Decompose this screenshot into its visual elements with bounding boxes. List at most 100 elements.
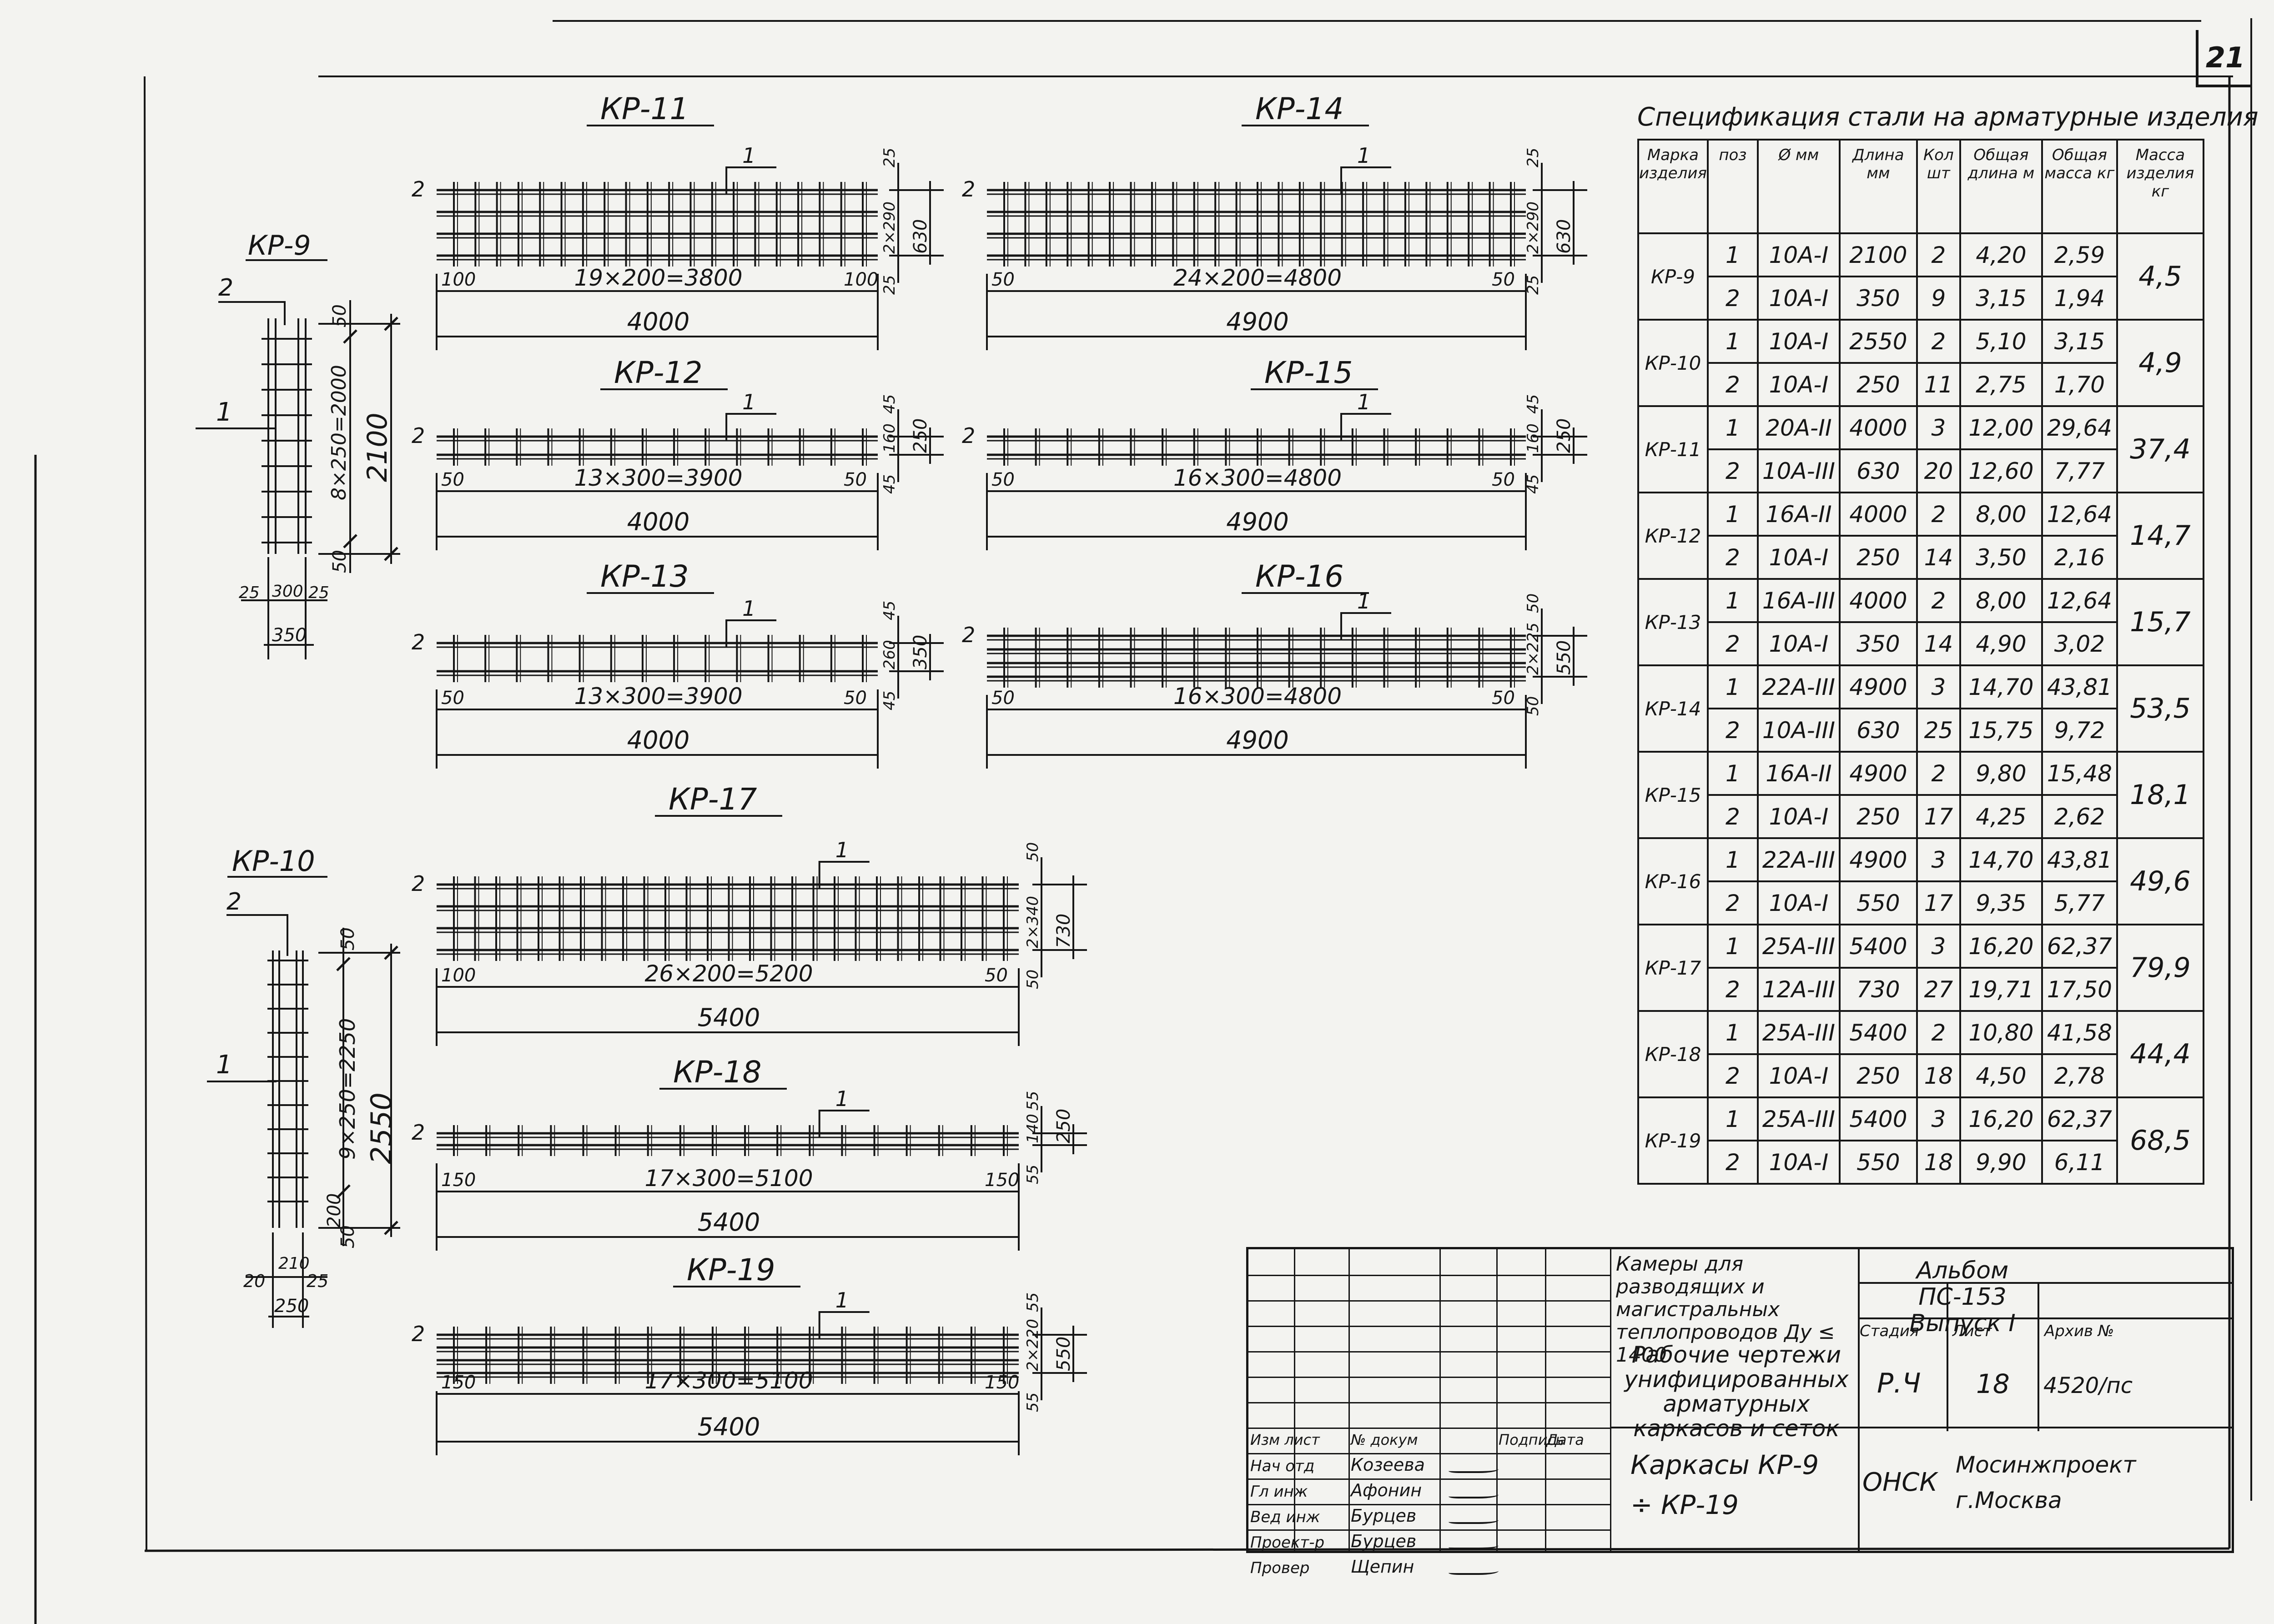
spec-header-cell: поз: [1706, 139, 1759, 234]
staff-role: Гл инж: [1250, 1483, 1308, 1501]
spec-cell: 9,80: [1959, 751, 2043, 796]
kr13-dim-right: 50: [844, 688, 867, 709]
spec-item-mass: 79,9: [2116, 924, 2204, 1012]
svg-text:2100: 2100: [362, 412, 393, 482]
spec-cell: 1: [1706, 319, 1759, 364]
title-block-line: [1610, 1427, 2232, 1428]
spec-cell: 1: [1706, 1096, 1759, 1141]
kr16-dim-total: 4900: [1226, 726, 1288, 754]
spec-cell: 17,50: [2041, 967, 2118, 1012]
kr12-title: КР-12: [614, 355, 702, 390]
spec-cell: 6,11: [2041, 1140, 2118, 1185]
spec-cell: 25: [1916, 708, 1961, 753]
spec-cell: 25А-III: [1756, 1096, 1841, 1141]
kr17-pos1-leader: [818, 861, 870, 889]
kr18-pos1-label: 1: [835, 1086, 849, 1111]
kr13-dim-pitch: 13×300=3900: [574, 683, 742, 709]
kr18-hdim-bot: 55: [1024, 1165, 1042, 1184]
kr14-hdim-top: 25: [1524, 148, 1542, 167]
spec-item-mass: 49,6: [2116, 837, 2204, 925]
svg-text:КР-10: КР-10: [232, 845, 315, 878]
spec-cell: 1: [1706, 837, 1759, 882]
staff-role: Вед инж: [1250, 1508, 1320, 1526]
spec-cell: 9,72: [2041, 708, 2118, 753]
spec-mark: КР-17: [1637, 924, 1709, 1012]
svg-text:8×250=2000: 8×250=2000: [327, 365, 351, 500]
spec-cell: 250: [1838, 362, 1918, 407]
spec-title: Спецификация стали на арматурные изделия: [1637, 102, 2259, 132]
spec-cell: 2: [1916, 232, 1961, 277]
title-block-line: [1248, 1377, 1610, 1378]
sheet-value: 18: [1976, 1368, 2010, 1399]
spec-cell: 2: [1916, 319, 1961, 364]
col-header: № докум: [1351, 1431, 1418, 1448]
kr14-dim-left: 50: [991, 269, 1015, 290]
spec-cell: 14,70: [1959, 664, 2043, 709]
svg-text:25: 25: [308, 583, 329, 602]
kr13-title: КР-13: [600, 559, 689, 594]
spec-cell: 4900: [1838, 751, 1918, 796]
kr19-dim-left: 150: [441, 1372, 476, 1393]
spec-cell: 22А-III: [1756, 837, 1841, 882]
kr15-hdim-top: 45: [1524, 394, 1542, 414]
spec-cell: 15,48: [2041, 751, 2118, 796]
spec-cell: 1: [1706, 664, 1759, 709]
spec-cell: 2: [1706, 362, 1759, 407]
kr15-pos1-leader: [1340, 413, 1391, 441]
spec-cell: 10А-I: [1756, 535, 1841, 580]
spec-cell: 3: [1916, 664, 1961, 709]
kr16-pos1-leader: [1340, 612, 1391, 640]
svg-text:200: 200: [324, 1193, 345, 1228]
spec-mark: КР-12: [1637, 492, 1709, 580]
spec-cell: 2: [1706, 794, 1759, 839]
spec-cell: 7,77: [2041, 448, 2118, 493]
kr16-hdim-top: 50: [1524, 593, 1542, 613]
kr17-dim-right: 50: [985, 965, 1008, 986]
spec-cell: 22А-III: [1756, 664, 1841, 709]
spec-cell: 16А-II: [1756, 492, 1841, 537]
svg-text:9×250=2250: 9×250=2250: [335, 1018, 360, 1160]
kr17-hdim-bot: 50: [1024, 970, 1042, 989]
kr11-pos1-leader: [725, 166, 777, 195]
kr13-dim-total: 4000: [627, 726, 689, 754]
svg-text:50: 50: [337, 1225, 358, 1248]
kr18-title: КР-18: [673, 1055, 761, 1090]
spec-cell: 4,90: [1959, 621, 2043, 666]
stage-label: Стадия: [1860, 1322, 1919, 1340]
spec-cell: 41,58: [2041, 1010, 2118, 1055]
title-block-line: [2038, 1282, 2039, 1431]
kr11-dim-total: 4000: [627, 307, 689, 336]
spec-cell: 2: [1916, 1010, 1961, 1055]
title-block-line: [1248, 1326, 1610, 1327]
spec-cell: 3: [1916, 405, 1961, 450]
project-name: Камеры для разводящих и магистральных те…: [1616, 1252, 1835, 1367]
kr15-hdim-total: 250: [1554, 418, 1575, 453]
spec-cell: 17: [1916, 880, 1961, 925]
spec-cell: 18: [1916, 1140, 1961, 1185]
spec-header-cell: Общая масса кг: [2041, 139, 2118, 234]
title-block-line: [1248, 1300, 1610, 1302]
staff-role: Провер: [1250, 1559, 1310, 1577]
spec-cell: 5,77: [2041, 880, 2118, 925]
spec-cell: 1,70: [2041, 362, 2118, 407]
kr13-pos1-label: 1: [742, 596, 755, 621]
spec-header-cell: Общая длина м: [1959, 139, 2043, 234]
kr18-hdim-mid: 140: [1024, 1114, 1042, 1143]
spec-cell: 5400: [1838, 1010, 1918, 1055]
spec-cell: 10А-I: [1756, 621, 1841, 666]
spec-cell: 43,81: [2041, 837, 2118, 882]
